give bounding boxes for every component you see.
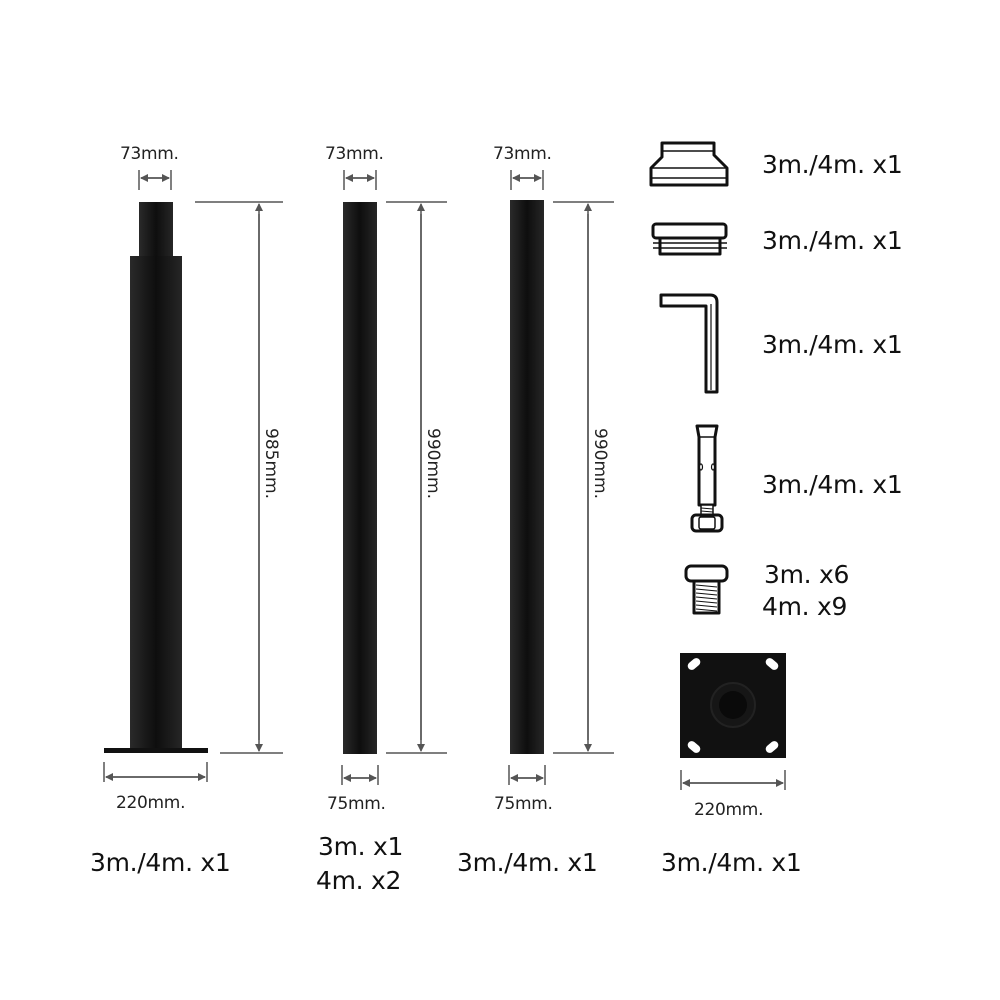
extension-post-a <box>343 202 377 754</box>
quantity-label-2b: 4m. x2 <box>316 866 402 895</box>
dimension-75mm-2 <box>508 765 546 785</box>
base-plate-width-label: 220mm. <box>694 800 764 820</box>
dimension-990mm-1 <box>386 201 447 754</box>
dimension-73mm-2 <box>343 170 377 190</box>
dimension-985mm <box>195 201 283 754</box>
base-plate-icon <box>680 653 786 758</box>
allen-key-icon <box>659 293 719 394</box>
top-width-label-2: 73mm. <box>325 144 384 164</box>
dimension-220mm-2 <box>680 770 786 790</box>
height-label-2: 990mm. <box>423 428 443 499</box>
anchor-bolt-quantity: 3m./4m. x1 <box>762 470 903 499</box>
telescopic-post <box>104 202 208 753</box>
anchor-bolt-icon <box>690 424 724 533</box>
quantity-label-2a: 3m. x1 <box>318 832 404 861</box>
dimension-990mm-2 <box>553 201 614 754</box>
dimension-75mm-1 <box>341 765 379 785</box>
base-width-label-1: 220mm. <box>116 793 186 813</box>
bottom-width-label-3: 75mm. <box>494 794 553 814</box>
height-label-3: 990mm. <box>590 428 610 499</box>
top-width-label-3: 73mm. <box>493 144 552 164</box>
cap-icon <box>649 141 729 187</box>
screw-quantity-4m: 4m. x9 <box>762 592 848 621</box>
height-label-1: 985mm. <box>261 428 281 499</box>
dimension-73mm-3 <box>510 170 544 190</box>
extension-post-b <box>510 200 544 754</box>
bottom-width-label-2: 75mm. <box>327 794 386 814</box>
plug-quantity: 3m./4m. x1 <box>762 226 903 255</box>
quantity-label-4: 3m./4m. x1 <box>661 848 802 877</box>
dimension-73mm-1 <box>138 170 172 190</box>
dimension-220mm-1 <box>103 762 208 782</box>
screw-icon <box>684 564 729 615</box>
top-width-label-1: 73mm. <box>120 144 179 164</box>
quantity-label-3: 3m./4m. x1 <box>457 848 598 877</box>
cap-quantity: 3m./4m. x1 <box>762 150 903 179</box>
screw-quantity-3m: 3m. x6 <box>764 560 850 589</box>
quantity-label-1: 3m./4m. x1 <box>90 848 231 877</box>
allen-key-quantity: 3m./4m. x1 <box>762 330 903 359</box>
plug-icon <box>651 222 728 256</box>
